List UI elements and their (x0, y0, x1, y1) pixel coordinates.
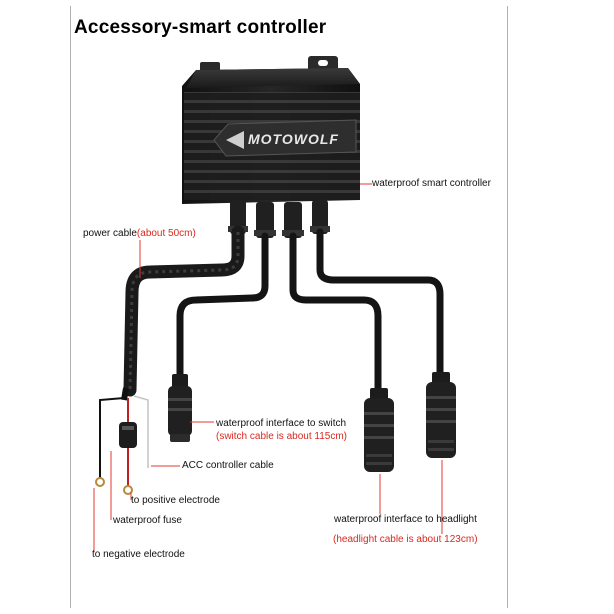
label-waterproof-smart-controller: waterproof smart controller (372, 178, 491, 189)
label-switch-cable-length: (switch cable is about 115cm) (216, 431, 347, 442)
brand-logo: MOTOWOLF (248, 131, 339, 147)
page-title: Accessory-smart controller (74, 17, 327, 38)
headlight-connector-1 (364, 388, 394, 472)
battery-wires (99, 395, 149, 486)
label-switch-interface: waterproof interface to switch (216, 418, 347, 429)
mounting-bracket (200, 56, 338, 72)
label-headlight-cable-length: (headlight cable is about 123cm) (333, 534, 478, 545)
label-power-cable-text: power cable (83, 228, 137, 239)
headlight-connector-2 (426, 372, 456, 458)
ring-terminals (95, 477, 133, 495)
smart-controller-device (182, 68, 360, 204)
label-positive-electrode: to positive electrode (131, 495, 220, 506)
headlight-cable-2 (316, 228, 444, 378)
switch-connector (168, 374, 192, 442)
switch-cable (176, 232, 269, 380)
callout-lines (93, 183, 443, 552)
label-waterproof-fuse: waterproof fuse (113, 515, 182, 526)
label-acc-controller-cable: ACC controller cable (182, 460, 274, 471)
image-frame (70, 6, 508, 608)
fuse-icon (119, 422, 137, 448)
label-power-cable: power cable(about 50cm) (83, 228, 196, 240)
label-headlight-interface: waterproof interface to headlight (334, 514, 477, 525)
label-power-cable-length: (about 50cm) (136, 228, 196, 239)
headlight-cable-1 (289, 232, 382, 394)
power-cable (121, 225, 245, 401)
label-negative-electrode: to negative electrode (92, 549, 185, 560)
